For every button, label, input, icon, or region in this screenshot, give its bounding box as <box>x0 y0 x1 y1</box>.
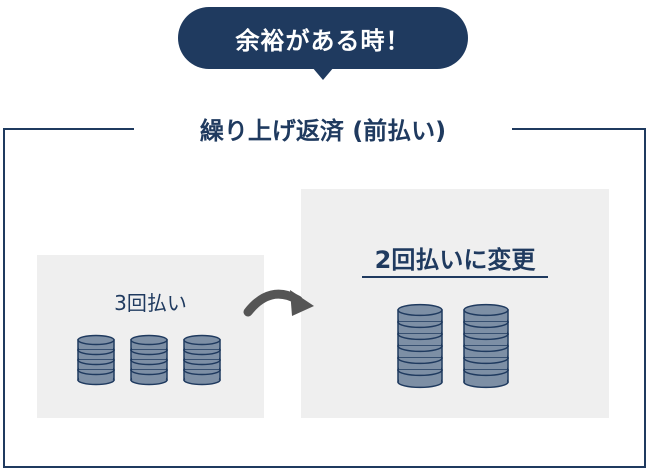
before-coin-stacks <box>77 334 221 386</box>
coin-stack-icon <box>77 334 115 386</box>
callout-text: 余裕がある時！ <box>235 26 411 55</box>
after-coin-stacks <box>397 303 509 389</box>
coin-stack-icon <box>397 303 443 389</box>
coin-stack-icon <box>130 334 168 386</box>
after-panel <box>301 189 609 418</box>
section-title: 繰り上げ返済 (前払い) <box>134 110 512 146</box>
callout-bubble: 余裕がある時！ <box>178 7 468 69</box>
section-title-text: 繰り上げ返済 (前払い) <box>199 116 447 145</box>
before-label: 3回払い <box>114 291 187 315</box>
after-label-underline <box>362 276 548 278</box>
callout-tail <box>312 67 334 80</box>
coin-stack-icon <box>463 303 509 389</box>
after-label: 2回払いに変更 <box>374 246 536 274</box>
coin-stack-icon <box>183 334 221 386</box>
curved-arrow-icon <box>243 289 314 317</box>
